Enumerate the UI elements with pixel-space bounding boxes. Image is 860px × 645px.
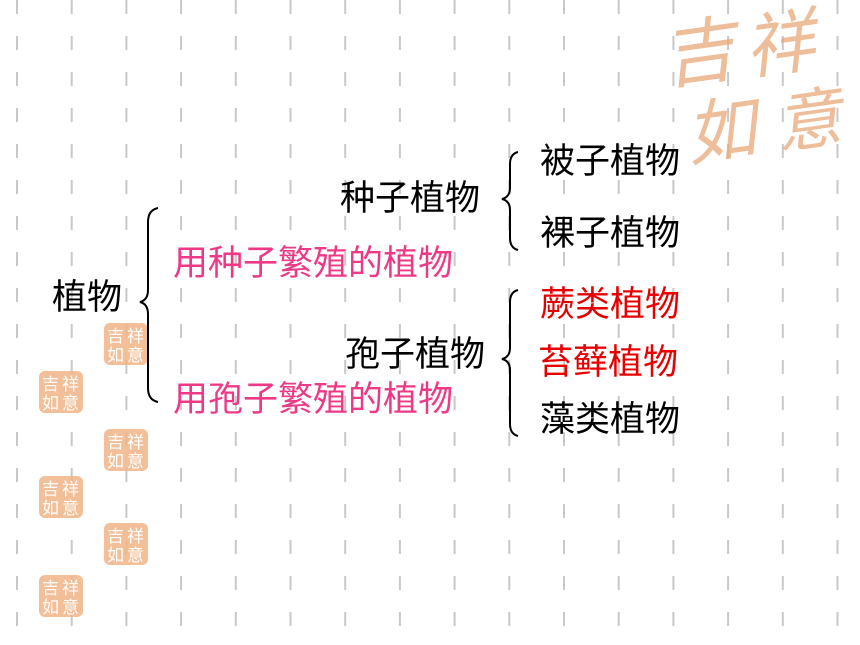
small-seal-stamp-icon: 吉祥如意	[104, 429, 148, 472]
svg-text:祥: 祥	[62, 579, 79, 599]
svg-text:祥: 祥	[62, 375, 79, 395]
svg-text:吉: 吉	[107, 433, 124, 453]
angiosperm-label: 被子植物	[540, 142, 681, 182]
spore-plant-definition: 用孢子繁殖的植物	[173, 380, 454, 420]
algae-label: 藻类植物	[540, 400, 681, 440]
seed-plant-brace	[501, 151, 519, 251]
root-label: 植物	[52, 278, 123, 318]
moss-label: 苔藓植物	[538, 343, 679, 383]
svg-text:祥: 祥	[127, 327, 144, 347]
small-seal-stamp-icon: 吉祥如意	[39, 575, 83, 618]
small-seal-stamp-icon: 吉祥如意	[39, 476, 83, 519]
small-seal-stamp-icon: 吉祥如意	[104, 323, 148, 366]
seed-plant-definition: 用种子繁殖的植物	[173, 244, 454, 284]
svg-text:意: 意	[62, 598, 79, 618]
svg-text:意: 意	[62, 394, 79, 414]
svg-text:意: 意	[62, 499, 79, 519]
small-seal-stamp-icon: 吉祥如意	[39, 371, 83, 414]
svg-text:祥: 祥	[127, 433, 144, 453]
svg-text:吉: 吉	[107, 327, 124, 347]
large-seal-watermark-icon: 吉 祥 如 意	[660, 0, 852, 175]
spore-plant-brace	[501, 289, 519, 437]
root-brace	[139, 207, 159, 403]
svg-text:如: 如	[42, 499, 59, 519]
svg-text:吉: 吉	[107, 527, 124, 547]
gymnosperm-label: 裸子植物	[540, 214, 681, 254]
svg-text:祥: 祥	[62, 480, 79, 500]
svg-text:意: 意	[127, 452, 144, 472]
svg-text:如: 如	[107, 346, 124, 366]
svg-text:吉: 吉	[42, 480, 59, 500]
svg-text:祥: 祥	[127, 527, 144, 547]
svg-text:意: 意	[127, 546, 144, 566]
svg-text:如: 如	[107, 452, 124, 472]
svg-text:如: 如	[42, 598, 59, 618]
fern-label: 蕨类植物	[540, 285, 681, 325]
small-seal-stamp-icon: 吉祥如意	[104, 523, 148, 566]
seed-plant-label: 种子植物	[340, 179, 481, 219]
svg-text:吉: 吉	[42, 375, 59, 395]
svg-text:如: 如	[42, 394, 59, 414]
svg-text:吉: 吉	[42, 579, 59, 599]
svg-text:如: 如	[107, 546, 124, 566]
svg-text:意: 意	[127, 346, 144, 366]
spore-plant-label: 孢子植物	[345, 335, 486, 375]
